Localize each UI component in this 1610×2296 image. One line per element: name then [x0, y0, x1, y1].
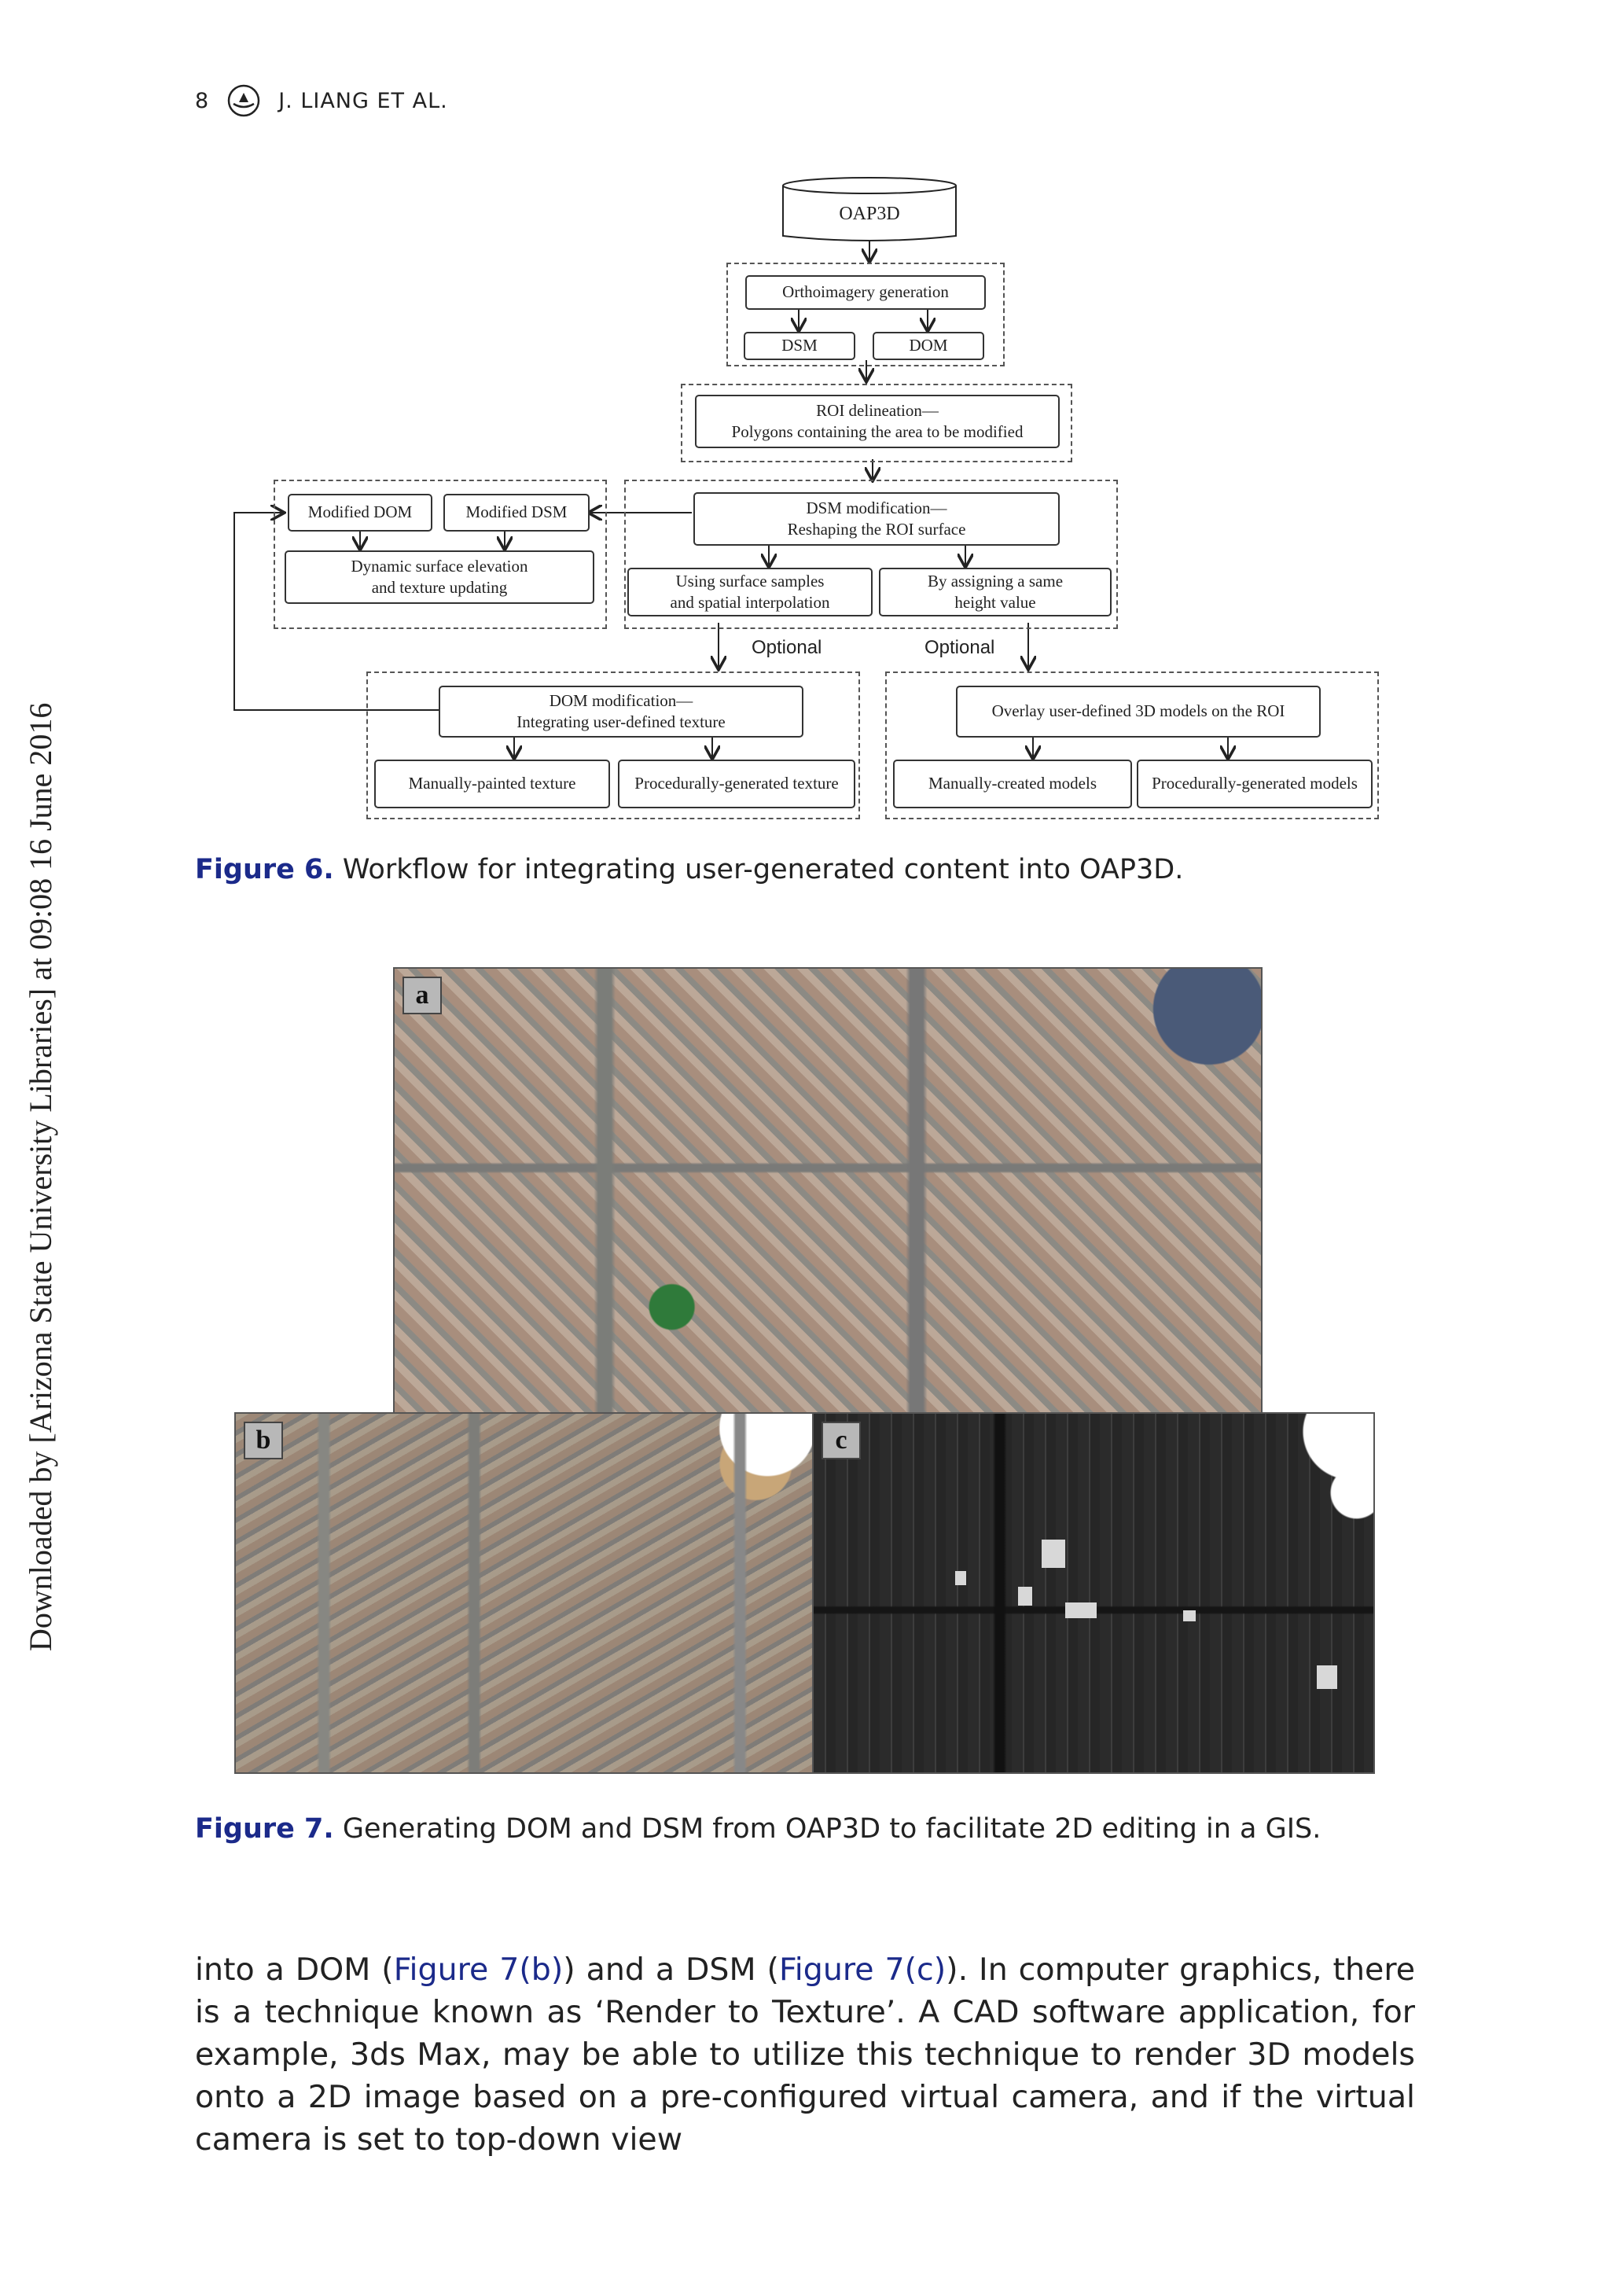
dynamic-update-box: Dynamic surface elevation and texture up… [285, 550, 594, 604]
journal-logo-icon [226, 83, 261, 118]
running-header: 8 J. LIANG ET AL. [195, 83, 448, 118]
dom-mod-line-2: Integrating user-defined texture [516, 712, 725, 733]
dom-box: DOM [873, 332, 984, 360]
optional-label-right: Optional [924, 637, 994, 659]
procedural-texture-box: Procedurally-generated texture [618, 760, 855, 808]
dsm-bright-building [1065, 1602, 1097, 1618]
body-paragraph: into a DOM (Figure 7(b)) and a DSM (Figu… [195, 1948, 1415, 2161]
same-height-box: By assigning a same height value [879, 568, 1112, 616]
roi-line-1: ROI delineation— [816, 400, 939, 421]
figure-6-flowchart: OAP3D Orthoimagery generation DSM DOM RO… [220, 173, 1384, 833]
dsm-mod-line-2: Reshaping the ROI surface [788, 519, 966, 540]
download-note: Downloaded by [Arizona State University … [22, 613, 59, 1651]
overlay-models-box: Overlay user-defined 3D models on the RO… [956, 686, 1321, 738]
surface-samples-box: Using surface samples and spatial interp… [627, 568, 873, 616]
assign-line-2: height value [954, 592, 1035, 613]
dsm-bright-building [1018, 1587, 1032, 1606]
dsm-modification-box: DSM modification— Reshaping the ROI surf… [693, 492, 1060, 546]
ortho-generation-box: Orthoimagery generation [745, 275, 986, 310]
dom-mod-line-1: DOM modification— [550, 690, 693, 712]
modified-dsm-box: Modified DSM [443, 494, 590, 532]
roi-delineation-box: ROI delineation— Polygons containing the… [695, 395, 1060, 448]
oap3d-database-label: OAP3D [783, 197, 956, 233]
dsm-box: DSM [744, 332, 855, 360]
assign-line-1: By assigning a same [928, 571, 1063, 592]
dsm-bright-building [1183, 1610, 1196, 1621]
dynamic-line-1: Dynamic surface elevation [351, 556, 527, 577]
optional-label-left: Optional [752, 637, 822, 659]
figure-7-caption-text: Generating DOM and DSM from OAP3D to fac… [334, 1813, 1321, 1845]
figure-6-caption: Figure 6. Workflow for integrating user-… [195, 854, 1183, 885]
figure-7c-link[interactable]: Figure 7(c) [779, 1952, 946, 1988]
figure-7a-oblique-aerial-image: a [393, 967, 1263, 1415]
body-text-segment: ) and a DSM ( [563, 1952, 779, 1988]
panel-label-c: c [822, 1422, 861, 1459]
modified-dom-box: Modified DOM [288, 494, 432, 532]
dsm-bright-building [955, 1571, 966, 1585]
figure-7c-dsm-image: c [812, 1412, 1375, 1774]
procedural-models-box: Procedurally-generated models [1137, 760, 1373, 808]
samples-line-2: and spatial interpolation [671, 592, 830, 613]
manual-models-box: Manually-created models [893, 760, 1132, 808]
body-text-segment: into a DOM ( [195, 1952, 394, 1988]
dsm-mod-line-1: DSM modification— [806, 498, 947, 519]
samples-line-1: Using surface samples [676, 571, 825, 592]
figure-6-label: Figure 6. [195, 854, 334, 885]
dsm-bright-building [1042, 1540, 1065, 1568]
panel-label-b: b [244, 1422, 283, 1459]
figure-6-caption-text: Workflow for integrating user-generated … [334, 854, 1184, 885]
dsm-bright-building [1317, 1665, 1337, 1689]
panel-label-a: a [402, 977, 442, 1014]
figure-7b-link[interactable]: Figure 7(b) [394, 1952, 564, 1988]
dom-modification-box: DOM modification— Integrating user-defin… [439, 686, 803, 738]
roi-line-2: Polygons containing the area to be modif… [732, 421, 1024, 443]
figure-7-caption: Figure 7. Generating DOM and DSM from OA… [195, 1813, 1321, 1845]
page-number: 8 [195, 89, 209, 113]
running-authors: J. LIANG ET AL. [278, 89, 448, 113]
dynamic-line-2: and texture updating [372, 577, 508, 598]
figure-7-label: Figure 7. [195, 1813, 334, 1845]
figure-7b-dom-image: b [234, 1412, 815, 1774]
manual-texture-box: Manually-painted texture [374, 760, 610, 808]
